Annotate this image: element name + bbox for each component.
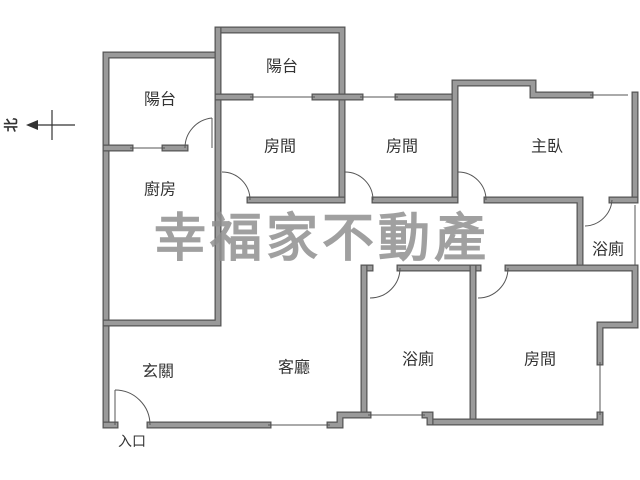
north-indicator: 北 [4,110,75,140]
room-living: 客廳 [278,358,310,377]
doors [114,117,613,426]
windows [130,94,636,426]
room-foyer: 玄關 [142,362,174,381]
wall-segment [483,196,584,272]
room-bathroom-2: 浴廁 [402,350,434,369]
wall-segment [327,412,371,428]
room-master-bedroom: 主臥 [531,137,563,156]
wall-segment [103,27,221,326]
wall-segment [452,80,593,203]
walls [102,26,639,429]
entrance-label: 入口 [118,434,146,450]
watermark: 幸福家不動產 [154,209,490,269]
room-bedroom-1: 房間 [264,137,296,156]
room-bathroom-master: 浴廁 [592,240,624,259]
wall-segment [215,27,345,203]
room-bedroom-2: 房間 [386,137,418,156]
wall-segment [427,412,603,425]
wall-segment [102,26,222,327]
wall-segment [504,264,639,366]
room-balcony-top: 陽台 [266,57,298,76]
room-kitchen: 廚房 [144,180,176,199]
north-label: 北 [4,118,20,132]
room-balcony-left: 陽台 [144,90,176,109]
room-bedroom-3: 房間 [524,350,556,369]
wall-segment [451,79,594,204]
wall-segment [505,265,638,365]
wall-segment [103,52,221,428]
wall-segment [484,197,583,271]
wall-segment [422,412,433,425]
wall-segment [214,26,346,204]
